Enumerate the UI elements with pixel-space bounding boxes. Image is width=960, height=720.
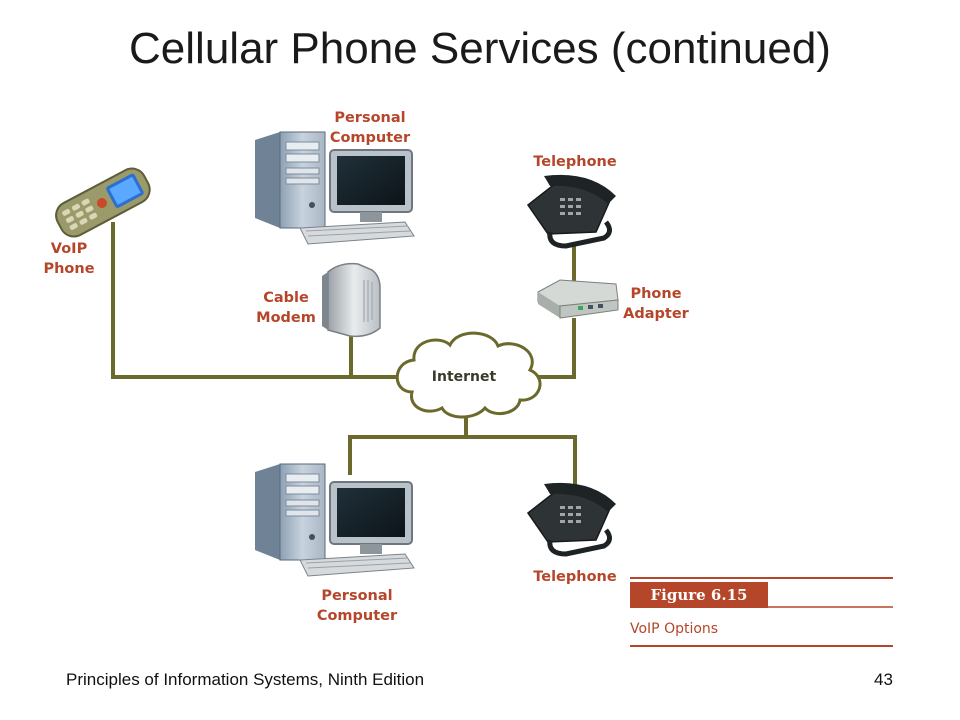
phone-adapter-label-line2: Adapter — [623, 306, 690, 322]
cable-modem-label-line2: Modem — [256, 310, 316, 326]
voip-phone-label-line1: VoIP — [51, 241, 88, 257]
telephone-bottom-label: Telephone — [533, 569, 617, 585]
personal-computer-bottom-icon — [255, 463, 415, 577]
internet-cloud-icon — [395, 331, 542, 419]
cable-modem-icon — [322, 262, 381, 338]
slide-title: Cellular Phone Services (continued) — [129, 24, 831, 73]
voip-phone-label-line2: Phone — [43, 261, 94, 277]
telephone-top-label: Telephone — [533, 154, 617, 170]
cable-modem-label-line1: Cable — [263, 290, 309, 306]
personal-computer-top-icon — [255, 131, 415, 245]
figure-number-band — [630, 582, 768, 608]
personal-computer-top-label-line2: Computer — [330, 130, 411, 146]
personal-computer-bottom-label-line2: Computer — [317, 608, 398, 624]
personal-computer-bottom-label-line1: Personal — [321, 588, 392, 604]
figure-caption: VoIP Options — [630, 621, 718, 637]
telephone-top-icon — [526, 174, 616, 249]
figure-number: Figure 6.15 — [651, 586, 748, 604]
phone-adapter-icon — [537, 279, 619, 319]
internet-label: Internet — [432, 369, 497, 385]
phone-adapter-label-line1: Phone — [630, 286, 681, 302]
lan-bottom-line — [348, 435, 577, 495]
slide-footer: Principles of Information Systems, Ninth… — [66, 670, 425, 689]
personal-computer-top-label-line1: Personal — [334, 110, 405, 126]
voip-phone-line — [111, 222, 412, 379]
figure-caption-block: Figure 6.15 VoIP Options — [630, 577, 893, 647]
telephone-bottom-icon — [526, 482, 616, 557]
page-number: 43 — [874, 670, 893, 689]
voip-mobile-phone-icon — [55, 167, 151, 238]
